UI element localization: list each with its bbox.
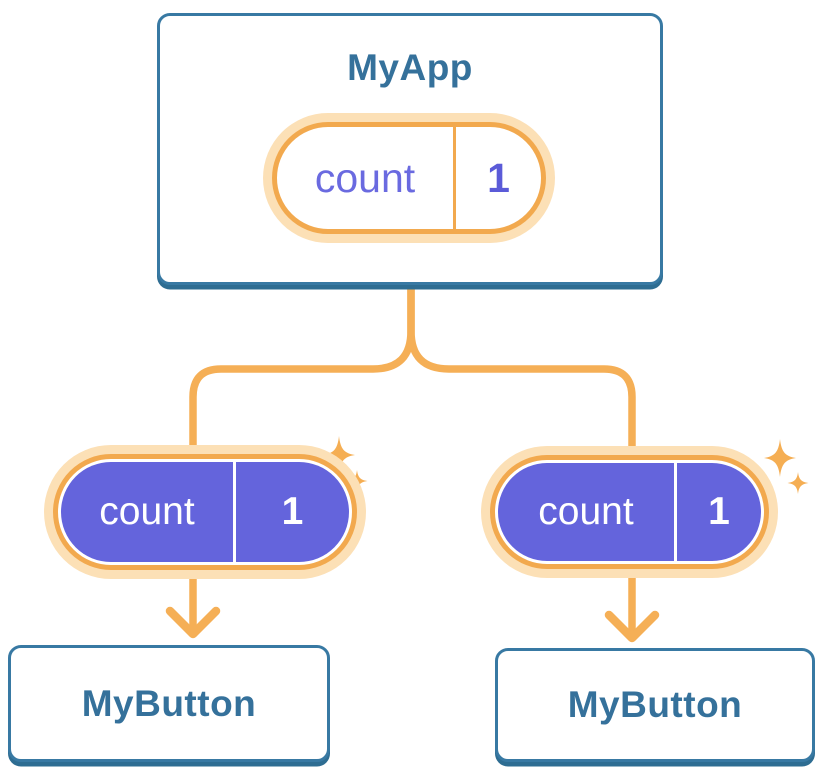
component-card-mybutton-left: MyButton [8, 645, 330, 762]
state-name-label: count [538, 490, 634, 533]
state-value-cell: 1 [456, 127, 541, 229]
state-pill-ring: count 1 [53, 454, 357, 570]
arrow-down-icon [604, 610, 660, 643]
state-value-cell: 1 [677, 463, 761, 561]
state-pill-left-child: count 1 [44, 445, 366, 579]
state-name-cell: count [498, 463, 677, 561]
arrow-down-icon [165, 606, 221, 639]
sparkles-icon [764, 439, 809, 494]
state-pill-fill: count 1 [61, 462, 349, 562]
state-pill-ring: count 1 [490, 455, 769, 569]
connector-right-branch [407, 282, 636, 634]
state-name-label: count [99, 490, 195, 533]
component-title: MyButton [81, 682, 257, 724]
component-title: MyButton [567, 684, 743, 725]
state-name-cell: count [277, 127, 456, 229]
component-title: MyApp [347, 47, 473, 88]
state-name-cell: count [61, 462, 236, 562]
state-value-label: 1 [281, 490, 304, 533]
state-pill-root: count 1 [263, 113, 555, 243]
state-value-cell: 1 [236, 462, 349, 562]
state-pill-right-child: count 1 [481, 446, 778, 578]
state-pill-fill: count 1 [498, 463, 761, 561]
state-value-label: 1 [708, 490, 730, 533]
state-value-label: 1 [487, 154, 510, 201]
state-pill-ring: count 1 [272, 122, 546, 234]
component-card-mybutton-right: MyButton [495, 648, 815, 762]
state-name-label: count [314, 154, 416, 201]
